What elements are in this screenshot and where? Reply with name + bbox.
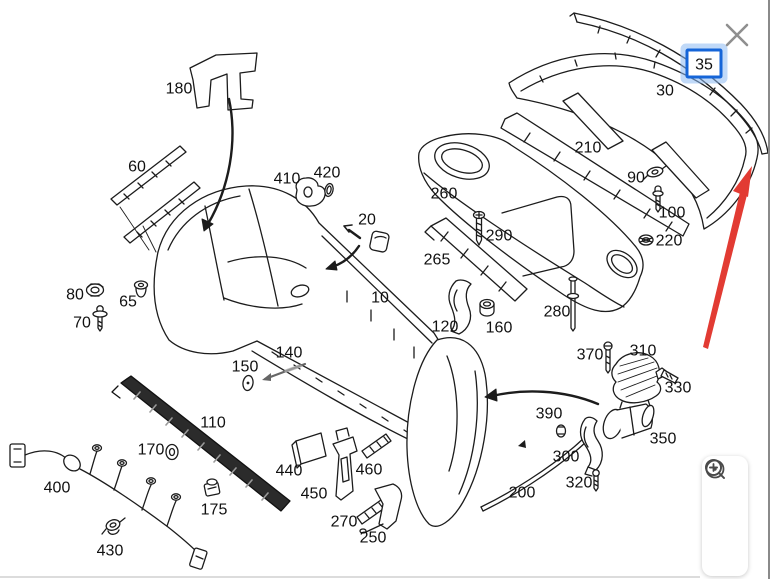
part-label-280[interactable]: 280 bbox=[544, 304, 571, 321]
selected-part-highlight-box[interactable] bbox=[685, 48, 723, 79]
part-label-210[interactable]: 210 bbox=[575, 140, 602, 157]
part-420-seal-ring-drawing bbox=[324, 182, 334, 198]
part-label-440[interactable]: 440 bbox=[276, 463, 303, 480]
zoom-control-panel bbox=[702, 456, 748, 576]
part-290-screw-drawing bbox=[472, 210, 486, 246]
part-label-220[interactable]: 220 bbox=[656, 233, 683, 250]
part-460-strip-drawing bbox=[361, 433, 392, 459]
part-label-420[interactable]: 420 bbox=[314, 165, 341, 182]
part-label-330[interactable]: 330 bbox=[665, 380, 692, 397]
part-label-10[interactable]: 10 bbox=[371, 290, 389, 307]
part-label-35[interactable]: 35 bbox=[695, 57, 713, 74]
part-170-grommet-drawing bbox=[165, 443, 179, 461]
part-65-clip-drawing bbox=[133, 280, 149, 298]
part-label-350[interactable]: 350 bbox=[650, 431, 677, 448]
part-label-140[interactable]: 140 bbox=[276, 345, 303, 362]
part-10-bumper-cover-drawing bbox=[153, 185, 447, 445]
part-label-160[interactable]: 160 bbox=[486, 320, 513, 337]
part-label-400[interactable]: 400 bbox=[44, 480, 71, 497]
part-320-screw-drawing bbox=[592, 469, 600, 492]
part-300-bracket-drawing bbox=[579, 416, 603, 477]
part-450-bracket-drawing bbox=[332, 427, 358, 501]
part-label-270[interactable]: 270 bbox=[331, 514, 358, 531]
part-label-310[interactable]: 310 bbox=[630, 343, 657, 360]
red-pointer-arrow bbox=[703, 166, 752, 349]
part-label-430[interactable]: 430 bbox=[97, 543, 124, 560]
part-310-alarm-siren-drawing bbox=[611, 352, 662, 409]
part-label-390[interactable]: 390 bbox=[536, 406, 563, 423]
part-20-tow-cap-drawing bbox=[369, 230, 390, 253]
part-80-nut-drawing bbox=[85, 283, 105, 297]
part-60-side-strips-drawing bbox=[110, 145, 201, 253]
part-70-screw-drawing bbox=[92, 305, 108, 332]
part-label-290[interactable]: 290 bbox=[486, 228, 513, 245]
part-440-module-drawing bbox=[291, 432, 327, 469]
part-30-lower-trim-drawing bbox=[508, 52, 759, 230]
part-400-wiring-harness-drawing bbox=[9, 443, 208, 570]
part-140-pin-drawing bbox=[262, 362, 307, 381]
part-250-bracket-drawing bbox=[359, 483, 403, 534]
part-label-260[interactable]: 260 bbox=[431, 186, 458, 203]
part-label-150[interactable]: 150 bbox=[232, 359, 259, 376]
part-265-bracket-strip-drawing bbox=[424, 217, 528, 302]
close-button[interactable] bbox=[719, 18, 757, 56]
part-150-washer-drawing bbox=[242, 374, 254, 392]
part-number-labels: 10 20 30 35 60 65 70 80 90 100 110 120 140 150 160 170 1… bbox=[44, 57, 713, 560]
part-280-rivet-drawing bbox=[566, 276, 580, 332]
close-icon bbox=[725, 23, 749, 47]
part-label-250[interactable]: 250 bbox=[360, 530, 387, 547]
zoom-reset-icon bbox=[705, 459, 725, 479]
selected-part-glow bbox=[680, 43, 728, 84]
part-200-trim-strip-drawing bbox=[480, 430, 595, 512]
part-label-110[interactable]: 110 bbox=[200, 415, 226, 432]
part-160-nut-drawing bbox=[479, 298, 495, 317]
part-label-100[interactable]: 100 bbox=[659, 205, 686, 222]
part-220-grommet-drawing bbox=[638, 234, 654, 246]
pointer-arrows bbox=[201, 97, 600, 406]
part-label-450[interactable]: 450 bbox=[301, 486, 328, 503]
part-390-clip-drawing bbox=[555, 424, 567, 438]
part-260-diffuser-drawing bbox=[418, 133, 644, 313]
part-label-60[interactable]: 60 bbox=[128, 159, 146, 176]
part-label-30[interactable]: 30 bbox=[656, 83, 674, 100]
part-120-bracket-drawing bbox=[448, 279, 472, 335]
part-label-70[interactable]: 70 bbox=[73, 315, 91, 332]
part-90-clip-drawing bbox=[643, 165, 667, 180]
part-label-460[interactable]: 460 bbox=[356, 462, 383, 479]
part-label-410[interactable]: 410 bbox=[274, 171, 301, 188]
part-110-impact-absorber-drawing bbox=[111, 375, 291, 512]
part-label-370[interactable]: 370 bbox=[577, 347, 604, 364]
zoom-reset-button[interactable] bbox=[705, 459, 743, 569]
zoom-out-button[interactable] bbox=[705, 459, 743, 532]
part-label-265[interactable]: 265 bbox=[424, 252, 451, 269]
part-label-180[interactable]: 180 bbox=[166, 81, 193, 98]
bottom-page-edge bbox=[0, 576, 700, 578]
part-410-parking-sensor-drawing bbox=[295, 177, 326, 207]
part-370-screw-drawing bbox=[603, 341, 613, 374]
part-label-300[interactable]: 300 bbox=[553, 449, 580, 466]
part-430-clip-drawing bbox=[101, 517, 126, 535]
part-label-65[interactable]: 65 bbox=[119, 294, 137, 311]
part-100-screw-drawing bbox=[652, 185, 664, 213]
part-180-bracket-drawing bbox=[189, 52, 258, 111]
part-175-clip-drawing bbox=[203, 478, 221, 497]
part-350-actuator-drawing bbox=[602, 403, 655, 440]
part-label-90[interactable]: 90 bbox=[627, 170, 645, 187]
part-label-120[interactable]: 120 bbox=[432, 319, 459, 336]
part-330-bolt-drawing bbox=[655, 367, 679, 384]
part-label-200[interactable]: 200 bbox=[509, 485, 536, 502]
part-label-320[interactable]: 320 bbox=[566, 475, 593, 492]
part-210-mounting-strip-drawing bbox=[500, 112, 690, 237]
part-label-20[interactable]: 20 bbox=[358, 212, 376, 229]
part-label-80[interactable]: 80 bbox=[66, 287, 84, 304]
part-label-175[interactable]: 175 bbox=[201, 502, 228, 519]
part-10-bumper-corner-drawing bbox=[406, 337, 488, 527]
part-label-170[interactable]: 170 bbox=[138, 442, 165, 459]
